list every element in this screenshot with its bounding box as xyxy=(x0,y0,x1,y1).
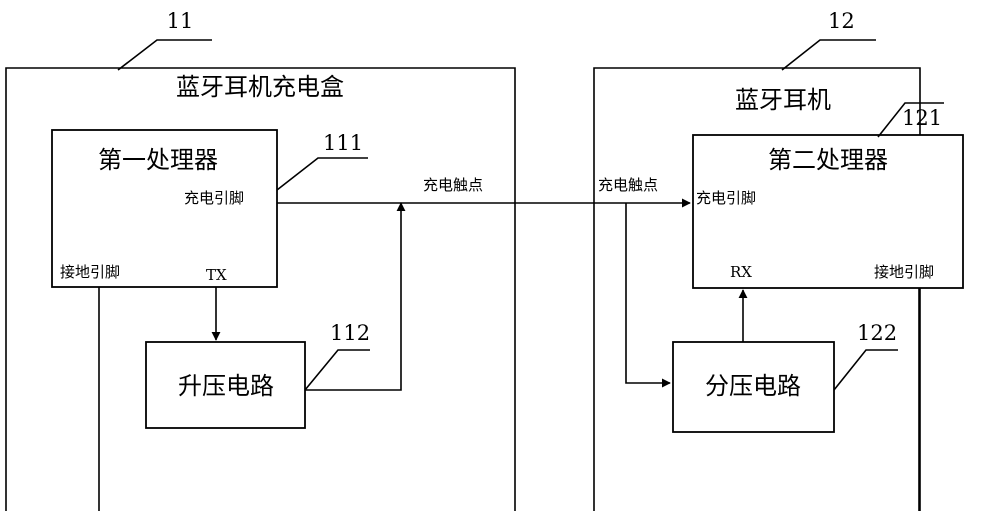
second-processor-rx-label: RX xyxy=(730,263,752,281)
second-processor-title: 第二处理器 xyxy=(768,146,888,174)
boost-circuit: 升压电路 112 xyxy=(145,321,370,429)
second-processor-charge-pin: 充电引脚 xyxy=(696,189,756,207)
charging-box-outline xyxy=(5,67,516,511)
earphone-ref-leader xyxy=(781,39,876,71)
first-processor-title: 第一处理器 xyxy=(98,146,218,174)
second-processor-ground-pin: 接地引脚 xyxy=(874,263,934,281)
first-processor-ref-leader xyxy=(276,157,368,191)
earphone-ref: 12 xyxy=(828,9,855,33)
first-processor-charge-pin: 充电引脚 xyxy=(184,189,244,207)
charging-box-title: 蓝牙耳机充电盒 xyxy=(176,73,344,101)
divider-circuit-box xyxy=(672,341,835,433)
second-processor-ref: 121 xyxy=(902,106,942,130)
earphone-outline xyxy=(593,67,921,511)
contact-to-divider-arrow xyxy=(625,203,671,388)
earphone: 蓝牙耳机 12 xyxy=(593,9,921,511)
charging-box: 蓝牙耳机充电盒 11 xyxy=(5,9,516,511)
divider-circuit-ref: 122 xyxy=(857,321,897,345)
earphone-title: 蓝牙耳机 xyxy=(735,86,831,114)
divider-circuit-title: 分压电路 xyxy=(705,372,801,400)
earphone-charging-contact-label: 充电触点 xyxy=(598,176,658,194)
charging-box-ref: 11 xyxy=(167,9,194,33)
boost-to-contact-arrow xyxy=(305,202,406,391)
boost-circuit-ref-leader xyxy=(304,349,370,391)
second-processor-box xyxy=(692,134,964,289)
boost-circuit-ref: 112 xyxy=(330,321,370,345)
first-processor-box xyxy=(51,129,278,288)
first-processor-tx-label: TX xyxy=(206,266,227,284)
boost-circuit-title: 升压电路 xyxy=(178,372,274,400)
divider-circuit-ref-leader xyxy=(833,349,898,391)
charging-box-ref-leader xyxy=(117,39,212,71)
box-charging-contact-label: 充电触点 xyxy=(423,176,483,194)
first-processor: 第一处理器 充电引脚 接地引脚 TX 111 xyxy=(51,129,368,288)
second-processor-ref-leader xyxy=(877,102,944,138)
second-processor: 第二处理器 充电引脚 接地引脚 RX 121 xyxy=(692,102,964,289)
divider-circuit: 分压电路 122 xyxy=(672,321,898,433)
first-processor-ground-pin: 接地引脚 xyxy=(60,263,120,281)
first-processor-ref: 111 xyxy=(323,131,363,155)
boost-circuit-box xyxy=(145,341,306,429)
